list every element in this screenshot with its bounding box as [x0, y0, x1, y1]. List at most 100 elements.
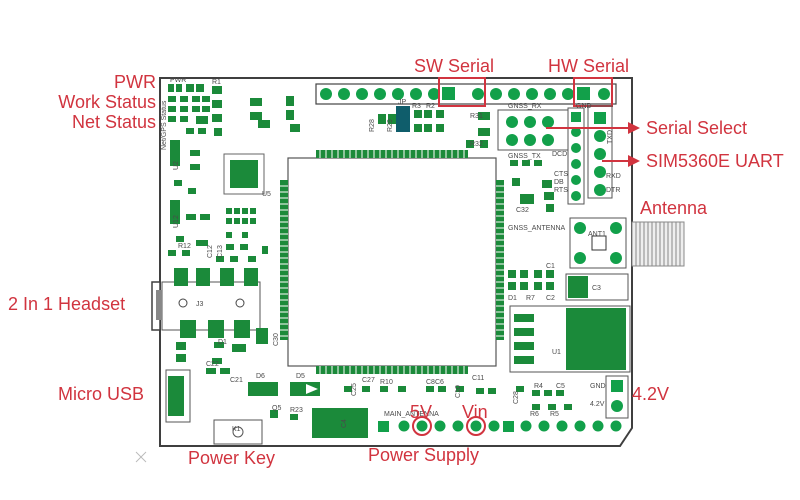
silk-c32: C32: [516, 207, 529, 214]
power-supply-header: [378, 420, 500, 432]
antenna-label: Antenna: [640, 198, 708, 218]
silk-gnd: GND: [590, 383, 606, 390]
c3-cap-outline: [565, 273, 629, 301]
silk-d1: D1: [508, 295, 517, 302]
silk-jp: JP: [398, 99, 407, 106]
silk-u2: U2: [173, 161, 180, 170]
u5-chip: [230, 160, 258, 188]
u2-chip: [170, 140, 180, 166]
sw-serial-label: SW Serial: [414, 56, 495, 76]
sma-antenna: [631, 221, 685, 267]
silk-gnd-top: GND: [576, 103, 592, 110]
serial-select-arrow: [546, 122, 640, 134]
module-pads-left: [280, 180, 288, 340]
misc-left-caps: [168, 150, 268, 262]
uart-left-column-pins: [571, 112, 581, 201]
silk-r4: R4: [534, 383, 543, 390]
bottom-right-header: [503, 420, 622, 432]
silk-r23: R23: [290, 407, 303, 414]
4v2-header-outline: [605, 375, 629, 419]
j3-headset-jack-pads: [174, 268, 258, 338]
ant1-ground-pads: [574, 222, 622, 264]
power-supply-label: Power Supply: [368, 445, 480, 465]
module-pad-gaps: [280, 150, 504, 374]
silk-r3: R3: [412, 103, 421, 110]
headset-cable-stub: [156, 290, 162, 320]
silk-pwr: PWR: [170, 77, 186, 84]
uart-header-outline: [587, 105, 613, 199]
sim5360e-uart-label: SIM5360E UART: [646, 151, 784, 171]
silk-u5: U5: [262, 191, 271, 198]
uart-left-column-outline: [567, 107, 585, 205]
silk-c30: C30: [273, 333, 280, 346]
u1-regulator-outline: [509, 305, 631, 373]
silk-r2: R2: [426, 103, 435, 110]
vin-highlight: [466, 416, 486, 436]
serial-select-label: Serial Select: [646, 118, 748, 138]
silk-c22: C22: [206, 361, 219, 368]
silk-c28: C28: [513, 391, 520, 404]
silk-rxd: RXD: [606, 173, 621, 180]
u1-pins: [514, 314, 534, 364]
silk-c1: C1: [546, 263, 555, 270]
uart-arrow: [602, 155, 640, 167]
vin-label: Vin: [462, 402, 488, 422]
c4-cap: [312, 408, 368, 438]
gnss-rx-tx-area: [510, 160, 554, 212]
r23-resistor: [290, 414, 298, 420]
u12-chip: [170, 200, 180, 224]
micro-usb-label: Micro USB: [58, 384, 145, 404]
silk-c8c6: C8C6: [426, 379, 444, 386]
module-pads-right: [496, 180, 504, 340]
lower-right-caps: [516, 386, 572, 410]
top-middle-resistors: [378, 106, 490, 148]
silk-r1: R1: [212, 79, 221, 86]
silk-c2: C2: [546, 295, 555, 302]
pwr-label: PWR: [114, 72, 156, 92]
silk-j3: J3: [196, 301, 204, 308]
headset-label: 2 In 1 Headset: [8, 294, 126, 314]
silk-r28: R28: [369, 119, 376, 132]
silk-c12: C12: [207, 245, 214, 258]
c3-cap: [568, 276, 588, 298]
silk-dtr: DTR: [606, 187, 620, 194]
micro-usb-port: [165, 369, 191, 423]
silk-gnss-rx: GNSS_RX: [508, 103, 542, 110]
4v2-pin-round: [611, 400, 623, 412]
net-status-label: Net Status: [71, 112, 156, 132]
silk-gnss-antenna: GNSS_ANTENNA: [508, 225, 566, 232]
silk-c10: C10: [455, 385, 462, 398]
q5-transistor: [270, 410, 278, 418]
u5-chip-outline: [223, 153, 265, 195]
mid-right-components: [508, 270, 554, 290]
silk-gnss-tx: GNSS_TX: [508, 153, 541, 160]
silk-d1-left: D1: [218, 339, 227, 346]
silk-d5: D5: [296, 373, 305, 380]
silk-dcd: DCD: [552, 151, 567, 158]
silk-c21: C21: [230, 377, 243, 384]
silk-c3: C3: [592, 285, 601, 292]
power-key-label: Power Key: [188, 448, 276, 468]
d5-diode: [290, 382, 320, 396]
silk-c11: C11: [472, 375, 484, 382]
silk-k1: K1: [232, 426, 241, 433]
5v-label: 5V: [410, 402, 433, 422]
serial-jumper-block: [506, 116, 554, 146]
silk-d6: D6: [256, 373, 265, 380]
work-status-label: Work Status: [58, 92, 156, 112]
silk-r32: R32: [470, 141, 483, 148]
u1-regulator: [566, 308, 626, 370]
silk-c13: C13: [217, 245, 224, 258]
silk-r7: R7: [526, 295, 535, 302]
hw-serial-label: HW Serial: [548, 56, 630, 76]
close-mark-icon: [135, 451, 147, 463]
sw-serial-highlight: [438, 77, 486, 107]
silk-c4: C4: [341, 419, 348, 428]
d5-arrow: [306, 384, 318, 394]
4v2-pin-square: [611, 380, 623, 392]
silk-c27: C27: [362, 377, 375, 384]
j3-hole-left: [178, 298, 188, 308]
status-led-block: [168, 84, 300, 136]
ant1-connector-outline: [569, 217, 627, 269]
